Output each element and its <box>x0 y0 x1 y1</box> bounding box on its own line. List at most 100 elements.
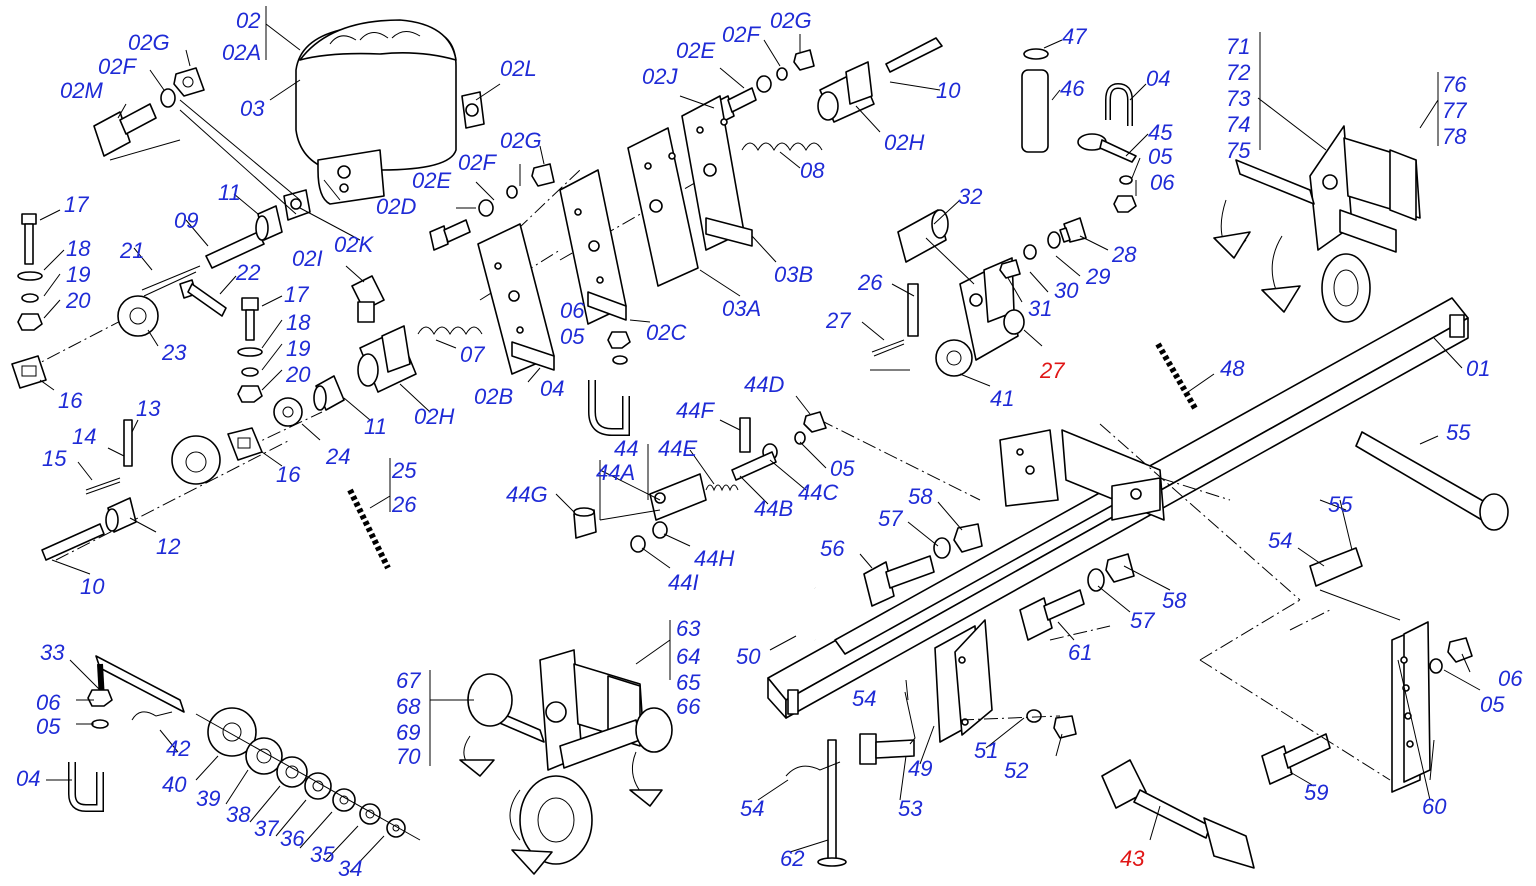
label-06: 06 <box>560 298 585 323</box>
label-44d: 44D <box>744 372 784 397</box>
label-35: 35 <box>310 842 335 867</box>
nut-06-a <box>1113 195 1137 213</box>
label-02h: 02H <box>884 130 924 155</box>
label-28: 28 <box>1111 242 1137 267</box>
label-42: 42 <box>166 736 190 761</box>
bolt-61 <box>1019 589 1085 641</box>
label-73: 73 <box>1226 86 1251 111</box>
rod-44b <box>731 451 777 481</box>
label-44h: 44H <box>694 546 734 571</box>
label-26: 26 <box>391 492 417 517</box>
label-06: 06 <box>1498 666 1523 691</box>
label-13: 13 <box>136 396 161 421</box>
label-01: 01 <box>1466 356 1490 381</box>
label-02d: 02D <box>376 194 416 219</box>
label-02b: 02B <box>474 384 513 409</box>
label-55: 55 <box>1446 420 1471 445</box>
label-49: 49 <box>908 756 932 781</box>
label-25: 25 <box>391 458 417 483</box>
label-02g: 02G <box>770 8 812 33</box>
nut-06-b <box>607 331 631 349</box>
label-04: 04 <box>16 766 40 791</box>
label-20: 20 <box>285 362 311 387</box>
label-52: 52 <box>1004 758 1028 783</box>
sprocket-34 <box>386 818 406 838</box>
label-70: 70 <box>396 744 421 769</box>
bolt-56 <box>863 555 935 607</box>
label-31: 31 <box>1028 296 1052 321</box>
label-07: 07 <box>460 342 485 367</box>
washer-05-d <box>1429 658 1443 674</box>
label-16: 16 <box>276 462 301 487</box>
label-06: 06 <box>36 690 61 715</box>
label-27: 27 <box>1039 358 1065 383</box>
label-02c: 02C <box>646 320 686 345</box>
bolt-17-b <box>241 297 259 341</box>
label-04: 04 <box>540 376 564 401</box>
housing-02h-top <box>817 61 875 123</box>
label-44g: 44G <box>506 482 548 507</box>
tie-bar-55 <box>1355 431 1509 531</box>
knob-44g <box>573 507 597 539</box>
sprocket-13 <box>171 435 221 485</box>
label-11: 11 <box>218 180 241 205</box>
plate-03a <box>627 127 699 287</box>
washer-05-a <box>1119 175 1133 185</box>
label-26: 26 <box>857 270 883 295</box>
label-02g: 02G <box>500 128 542 153</box>
label-18: 18 <box>286 310 311 335</box>
pin-26-b <box>907 283 919 337</box>
label-10: 10 <box>936 78 961 103</box>
spring-07 <box>417 326 483 336</box>
nut-06-c <box>1447 637 1473 663</box>
label-53: 53 <box>898 796 923 821</box>
pin-44f <box>739 417 751 453</box>
washer-02f-a <box>160 88 176 108</box>
label-23: 23 <box>161 340 187 365</box>
label-09: 09 <box>174 208 198 233</box>
label-44i: 44I <box>668 570 699 595</box>
label-24: 24 <box>325 444 350 469</box>
nut-31 <box>999 259 1021 279</box>
label-32: 32 <box>958 184 982 209</box>
bolt-02d <box>429 219 471 251</box>
label-71: 71 <box>1226 34 1250 59</box>
label-75: 75 <box>1226 138 1251 163</box>
label-66: 66 <box>676 694 701 719</box>
chain-25 <box>347 488 391 570</box>
label-41: 41 <box>990 386 1014 411</box>
spacer-46 <box>1021 69 1049 153</box>
pin-54-b <box>904 691 916 745</box>
bolt-02m <box>93 103 157 157</box>
washer-19-b <box>241 367 259 377</box>
label-05: 05 <box>1480 692 1505 717</box>
label-20: 20 <box>65 288 91 313</box>
bracket-49 <box>934 619 993 743</box>
label-19: 19 <box>286 336 310 361</box>
sprocket-23 <box>117 295 159 337</box>
plate-03b <box>681 95 753 251</box>
label-02i: 02I <box>292 246 323 271</box>
nut-58-a <box>953 523 983 553</box>
washer-18-a <box>17 271 43 281</box>
clip-42 <box>131 711 173 721</box>
label-74: 74 <box>1226 112 1250 137</box>
shaft-09 <box>205 231 265 269</box>
nut-02g-c <box>531 163 555 187</box>
label-69: 69 <box>396 720 420 745</box>
nut-44d <box>803 411 827 433</box>
label-51: 51 <box>974 738 998 763</box>
label-02f: 02F <box>458 150 497 175</box>
sprocket-35 <box>359 803 381 825</box>
label-61: 61 <box>1068 640 1092 665</box>
label-48: 48 <box>1220 356 1245 381</box>
label-11: 11 <box>364 414 387 439</box>
label-43: 43 <box>1120 846 1145 871</box>
label-05: 05 <box>36 714 61 739</box>
label-77: 77 <box>1442 98 1467 123</box>
plate-02c <box>559 169 627 325</box>
label-39: 39 <box>196 786 220 811</box>
washer-18-b <box>237 347 263 357</box>
label-33: 33 <box>40 640 65 665</box>
